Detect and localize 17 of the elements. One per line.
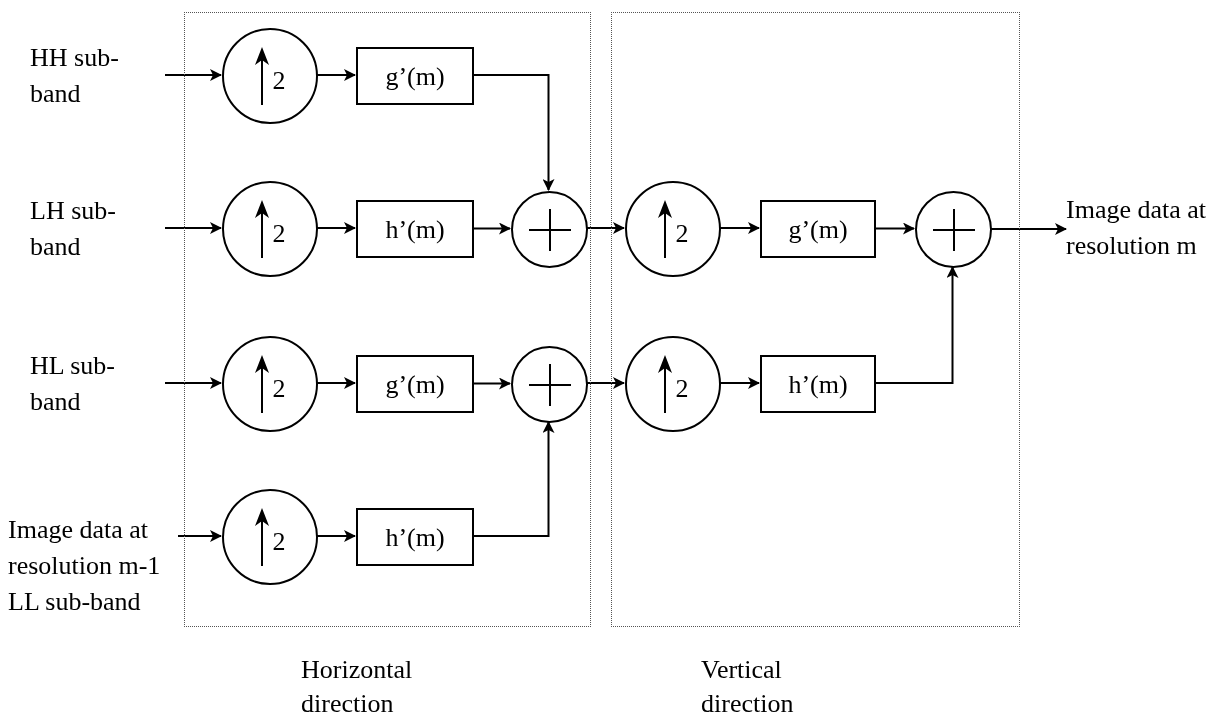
filter-box: h’(m)	[356, 200, 474, 258]
arrow	[177, 530, 222, 542]
arrow	[164, 377, 222, 389]
signal-label: HL sub-band	[30, 348, 165, 422]
filter-box: g’(m)	[356, 355, 474, 413]
filter-box: h’(m)	[760, 355, 876, 413]
panel-caption: Horizontal direction	[301, 654, 414, 720]
filter-box: g’(m)	[356, 47, 474, 105]
signal-label: Image data at resolution m-1 LL sub-band	[8, 512, 178, 660]
signal-label: LH sub-band	[30, 193, 165, 267]
signal-label: HH sub-band	[30, 40, 165, 114]
arrow	[164, 69, 222, 81]
filter-box: h’(m)	[356, 508, 474, 566]
panel-caption: Vertical direction	[701, 654, 795, 720]
filter-box: g’(m)	[760, 200, 876, 258]
signal-label: Image data at resolution m	[1066, 192, 1228, 266]
arrow	[164, 222, 222, 234]
